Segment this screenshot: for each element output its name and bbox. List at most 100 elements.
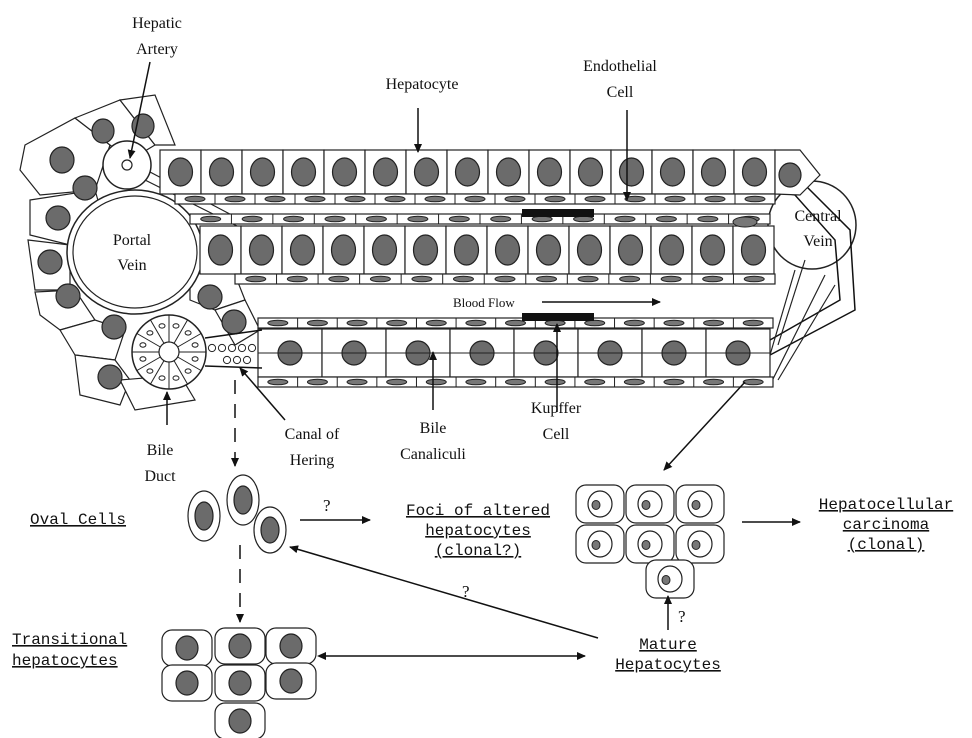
portal-vein-label-2: Vein <box>117 257 146 274</box>
endothelial-nucleus <box>624 379 644 385</box>
endothelial-nucleus <box>537 276 557 282</box>
kupffer-cell-lower <box>522 313 594 321</box>
hcc-label-2: carcinoma <box>843 516 930 534</box>
bile-canaliculi-label-1: Bile <box>420 420 447 437</box>
endothelial-nucleus <box>615 216 635 222</box>
blood-flow-label: Blood Flow <box>453 295 515 310</box>
hepatocyte-plates <box>160 150 820 387</box>
hepatocyte-nucleus <box>579 158 603 186</box>
bile-duct-cell-nucleus <box>192 343 198 347</box>
endothelial-nucleus <box>743 379 763 385</box>
endothelial-nucleus <box>495 276 515 282</box>
hepatocyte-nucleus <box>333 158 357 186</box>
hepatocyte-nucleus <box>414 235 438 265</box>
endothelial-nucleus <box>745 196 765 202</box>
foci-label-3: (clonal?) <box>435 542 521 560</box>
endothelial-nucleus <box>268 320 288 326</box>
endothelial-nucleus <box>661 276 681 282</box>
hering-cell <box>218 344 225 351</box>
endothelial-nucleus <box>242 216 262 222</box>
endothelial-nucleus <box>370 276 390 282</box>
endothelial-nucleus <box>385 196 405 202</box>
endothelial-nucleus <box>505 196 525 202</box>
bile-duct-cell-nucleus <box>173 324 179 328</box>
hepatocyte-nucleus <box>210 158 234 186</box>
hcc-label-1: Hepatocellular <box>819 496 953 514</box>
bile-duct-label-1: Bile <box>147 442 174 459</box>
altered-hepatocyte-nucleolus <box>692 541 700 550</box>
endothelial-nucleus <box>425 196 445 202</box>
hepatic-artery-label-1: Hepatic <box>132 15 182 32</box>
bile-duct-cell-nucleus <box>173 376 179 380</box>
kupffer-cell-label-2: Cell <box>543 426 570 443</box>
endothelial-nucleus <box>733 217 757 227</box>
altered-hepatocyte-nucleolus <box>592 501 600 510</box>
question-mark-2: ? <box>462 582 470 601</box>
mature-label-2: Hepatocytes <box>615 656 721 674</box>
endothelial-nucleus <box>284 216 304 222</box>
bile-duct-label-2: Duct <box>144 468 176 485</box>
altered-hepatocyte-nucleolus <box>642 541 650 550</box>
transitional-hepatocyte-nucleus <box>280 669 302 693</box>
hepatocyte-nucleus <box>743 158 767 186</box>
central-vein <box>768 170 856 385</box>
endothelial-nucleus <box>426 379 446 385</box>
endothelial-nucleus <box>265 196 285 202</box>
endothelial-nucleus <box>664 320 684 326</box>
endothelial-nucleus <box>307 320 327 326</box>
endothelial-nucleus <box>704 379 724 385</box>
hering-cell <box>228 344 235 351</box>
endothelial-nucleus <box>624 320 644 326</box>
endothelial-nucleus <box>545 196 565 202</box>
endothelial-nucleus <box>201 216 221 222</box>
hepatocyte-nucleus <box>779 163 801 187</box>
transitional-hepatocyte-nucleus <box>280 634 302 658</box>
bile-canaliculi-label-2: Canaliculi <box>400 446 466 463</box>
endothelial-nucleus <box>225 196 245 202</box>
kupffer-cell-label-1: Kupffer <box>531 400 582 417</box>
transitional-hepatocyte-nucleus <box>229 634 251 658</box>
endothelial-nucleus <box>545 379 565 385</box>
endothelial-nucleus <box>704 320 724 326</box>
mature-to-oval-arrow <box>290 547 598 638</box>
hepatocyte-nucleus <box>332 235 356 265</box>
transitional-hepatocyte-nucleus <box>229 709 251 733</box>
altered-hepatocyte-foci <box>576 485 724 598</box>
endothelial-nucleus <box>506 379 526 385</box>
endothelial-nucleus <box>268 379 288 385</box>
kupffer-cell-upper <box>522 209 594 217</box>
endothelial-nucleus <box>453 276 473 282</box>
endothelial-nucleus <box>465 196 485 202</box>
endothelial-nucleus <box>412 276 432 282</box>
hepatocyte-nucleus <box>702 158 726 186</box>
hepatocyte-nucleus <box>455 235 479 265</box>
endothelial-nucleus <box>625 196 645 202</box>
altered-hepatocyte-nucleolus <box>592 541 600 550</box>
foci-label-2: hepatocytes <box>425 522 531 540</box>
hering-cell <box>238 344 245 351</box>
canal-of-hering-label-1: Canal of <box>285 426 340 443</box>
plate-to-foci-arrow <box>664 382 745 470</box>
hepatocyte-nucleus <box>456 158 480 186</box>
hepatocyte-nucleus <box>496 235 520 265</box>
hepatocyte-nucleus <box>291 235 315 265</box>
bile-duct <box>132 315 206 389</box>
altered-hepatocyte-nucleolus <box>662 576 670 585</box>
endothelial-nucleus <box>329 276 349 282</box>
endothelial-nucleus <box>307 379 327 385</box>
endothelial-nucleus <box>387 320 407 326</box>
hering-cell <box>248 344 255 351</box>
hepatocyte-nucleus <box>742 235 766 265</box>
bile-duct-cell-nucleus <box>185 331 191 335</box>
endothelial-nucleus <box>466 320 486 326</box>
hepatocyte-nucleus <box>701 235 725 265</box>
portal-vein-label-1: Portal <box>113 232 152 249</box>
endothelial-nucleus <box>585 320 605 326</box>
endothelial-nucleus <box>743 320 763 326</box>
hepatocyte-nucleus <box>497 158 521 186</box>
central-vein-label-1: Central <box>794 208 842 225</box>
endothelial-nucleus <box>466 379 486 385</box>
hepatocyte-nucleus <box>620 158 644 186</box>
portal-vein <box>67 190 203 314</box>
